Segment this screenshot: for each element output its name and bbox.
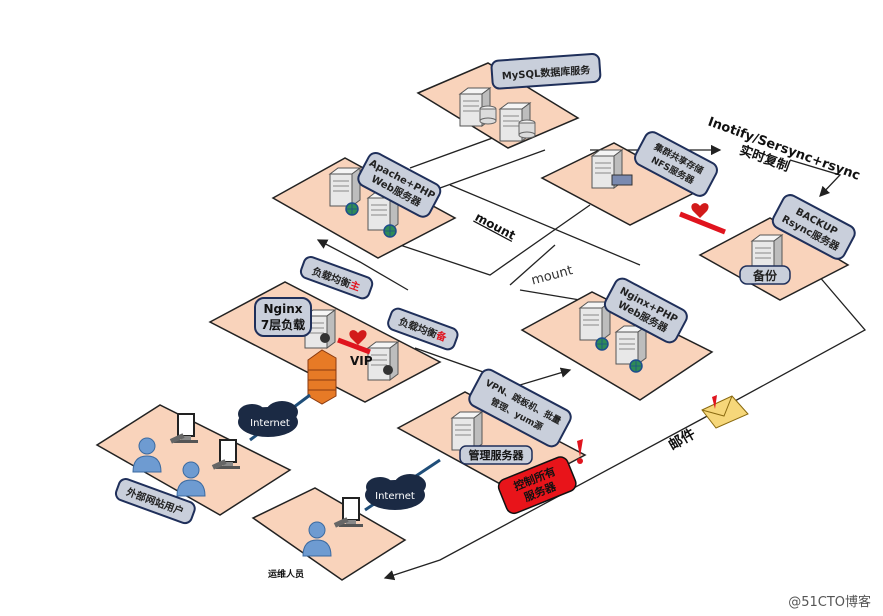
connection-lines [316, 127, 867, 581]
internet-cloud-2: Internet [364, 458, 441, 512]
firewall-icon [307, 349, 337, 405]
mount-label-1: mount [473, 210, 518, 243]
mount-label-2: mount [530, 263, 575, 288]
backup-short-label: 备份 [752, 268, 778, 283]
nfs-group: 集群共享存储 NFS服务器 [540, 131, 718, 226]
mail-icon [701, 395, 749, 429]
sync-caption: Inotify/Sersync+rsync 实时复制 [706, 115, 862, 184]
apache-web-group: Apache+PHP Web服务器 [271, 151, 457, 259]
external-users-group: 外部网站用户 [95, 404, 292, 525]
nginx-web-group: Nginx+PHP Web服务器 [520, 277, 714, 401]
mysql-group: MySQL数据库服务 [416, 53, 602, 149]
load-balancer-group: VIP 负载均衡主 负载均衡备 Nginx 7层负载 [208, 256, 459, 405]
alert-icon [577, 439, 583, 464]
mgmt-server-label: 管理服务器 [469, 448, 525, 462]
nginx-label-line2: 7层负载 [261, 317, 305, 332]
ops-group: 运维人员 [251, 487, 407, 581]
internet-label-2: Internet [375, 491, 415, 502]
nfs-backup-link [679, 203, 726, 235]
lb-master-suffix: 主 [348, 278, 362, 294]
internet-label-1: Internet [250, 418, 290, 429]
nginx-label-line1: Nginx [263, 302, 302, 316]
internet-cloud-1: Internet [238, 393, 311, 442]
vip-label: VIP [350, 354, 373, 368]
management-group: VPN、跳板机、批量 管理、yum源 管理服务器 控制所有 服务器 [396, 368, 587, 515]
watermark: @51CTO博客 [788, 595, 871, 610]
backup-group: 备份 BACKUP Rsync服务器 [698, 194, 856, 301]
ops-label: 运维人员 [268, 568, 304, 580]
